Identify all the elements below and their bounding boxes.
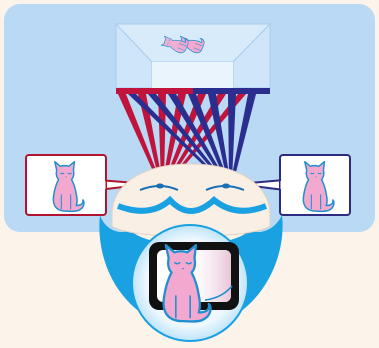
- right-eye-rays: [128, 94, 256, 180]
- left-eye-view-bubble: [25, 154, 149, 216]
- projection-screen: [114, 22, 272, 94]
- fused-perception-lens: [131, 224, 249, 342]
- right-eye-view-bubble: [237, 154, 351, 216]
